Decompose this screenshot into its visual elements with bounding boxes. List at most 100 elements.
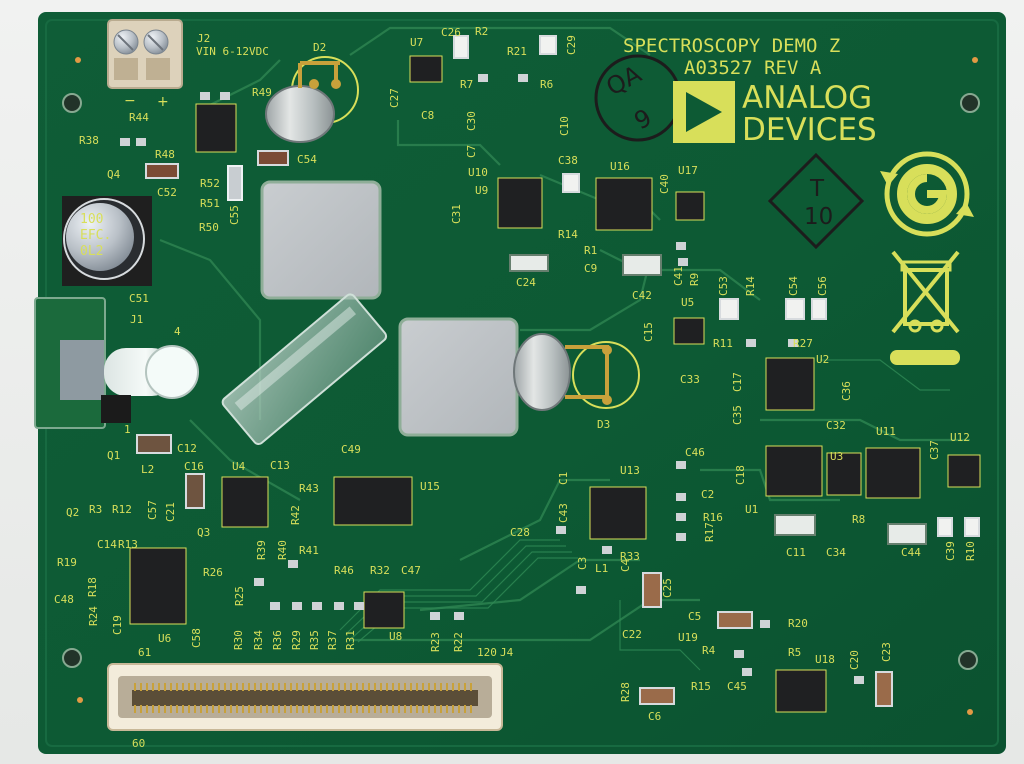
ref-c43: C43 (557, 503, 570, 523)
optical-cutout-right (398, 317, 519, 437)
ic-u1 (765, 445, 823, 497)
ref-r24: R24 (87, 606, 100, 626)
edge-pin-60: 60 (132, 737, 145, 750)
ic-u-top-left (195, 103, 237, 153)
ref-c49: C49 (341, 443, 361, 456)
board-title: SPECTROSCOPY DEMO Z (623, 35, 840, 57)
mount-hole-bottom-right (958, 650, 978, 670)
led-module-j1 (34, 297, 199, 429)
ref-r15: R15 (691, 680, 711, 693)
ref-r5: R5 (788, 646, 801, 659)
mount-hole-top-left (62, 93, 82, 113)
photodiode-d3 (513, 333, 640, 411)
trace-left-c (189, 419, 301, 501)
ref-u16: U16 (610, 160, 630, 173)
t-mark-icon: T 10 (767, 152, 865, 250)
ref-r52: R52 (200, 177, 220, 190)
ref-u4: U4 (232, 460, 246, 473)
ref-r50: R50 (199, 221, 219, 234)
trace-top-b (396, 120, 501, 166)
cap-marking-line1: 100 (80, 212, 103, 227)
ref-r35: R35 (308, 630, 321, 650)
ref-c1: C1 (557, 472, 570, 485)
ref-c55: C55 (228, 205, 241, 225)
analog-devices-triangle-shape (686, 92, 722, 132)
ref-c6: C6 (648, 710, 661, 723)
ref-u5: U5 (681, 296, 694, 309)
ic-u17 (675, 191, 705, 221)
electrolytic-capacitor-c51: 100 EFC. 0L2 (62, 196, 152, 286)
ref-r48: R48 (155, 148, 175, 161)
ref-r32: R32 (370, 564, 390, 577)
ref-r40: R40 (276, 540, 289, 560)
ref-c13: C13 (270, 459, 290, 472)
ref-r42: R42 (289, 505, 302, 525)
ref-c7: C7 (465, 145, 478, 158)
trace-right-a (760, 418, 970, 442)
ref-c3: C3 (576, 557, 589, 570)
ref-q3: Q3 (197, 526, 210, 539)
trace-mid-b (599, 249, 761, 301)
ref-c32: C32 (826, 419, 846, 432)
ref-c16: C16 (184, 460, 204, 473)
ref-u11: U11 (876, 425, 896, 438)
mounting-holes (62, 57, 980, 715)
ref-r13: R13 (118, 538, 138, 551)
cap-marking-line2: EFC. (80, 228, 111, 243)
ref-r51: R51 (200, 197, 220, 210)
silkscreen-reference-designators: J1 4 1 D2 D3 Q4 R38 R44 R49 R48 C52 R52 … (54, 25, 977, 750)
brand-line2: DEVICES (742, 112, 877, 148)
ref-r17: R17 (703, 522, 716, 542)
ref-c54-right: C54 (787, 276, 800, 296)
ref-r49: R49 (252, 86, 272, 99)
trace-bottom-right (619, 600, 701, 671)
ic-u7 (409, 55, 443, 83)
trace-low-a (459, 478, 610, 561)
ref-c58: C58 (190, 628, 203, 648)
ref-r22: R22 (452, 632, 465, 652)
high-density-edge-connector-j4 (107, 663, 503, 731)
ic-u12 (947, 454, 981, 488)
ref-j1: J1 (130, 313, 143, 326)
crossed-bin-icon (890, 250, 960, 365)
ref-l1: L1 (595, 562, 608, 575)
ic-u13 (589, 486, 647, 540)
optical-cutout-left (260, 180, 382, 300)
ref-r23: R23 (429, 632, 442, 652)
ref-c51: C51 (129, 292, 149, 305)
ref-u19: U19 (678, 631, 698, 644)
glass-cuvette (221, 293, 388, 446)
ref-c47: C47 (401, 564, 421, 577)
ic-u2 (765, 357, 815, 411)
ref-c25: C25 (661, 578, 674, 598)
ref-r44: R44 (129, 111, 149, 124)
ref-c22: C22 (622, 628, 642, 641)
ref-r33: R33 (620, 550, 640, 563)
ref-c37: C37 (928, 440, 941, 460)
power-terminal-block (107, 19, 183, 89)
ref-u13: U13 (620, 464, 640, 477)
ref-u2: U2 (816, 353, 829, 366)
ref-r10: R10 (964, 541, 977, 561)
ref-c42: C42 (632, 289, 652, 302)
t-mark-line2: 10 (804, 204, 833, 230)
ref-c38: C38 (558, 154, 578, 167)
ref-c39: C39 (944, 541, 957, 561)
cap-marking-line3: 0L2 (80, 244, 103, 259)
ref-q4: Q4 (107, 168, 121, 181)
ref-c40: C40 (658, 174, 671, 194)
ref-c24: C24 (516, 276, 536, 289)
ref-u9: U9 (475, 184, 488, 197)
ref-c20: C20 (848, 650, 861, 670)
ref-r21: R21 (507, 45, 527, 58)
ref-l2: L2 (141, 463, 154, 476)
ref-r30: R30 (232, 630, 245, 650)
ic-u18 (775, 669, 827, 713)
ref-r18: R18 (86, 577, 99, 597)
ref-c30: C30 (465, 111, 478, 131)
ic-u5 (673, 317, 705, 345)
ref-c19: C19 (111, 615, 124, 635)
ref-c52: C52 (157, 186, 177, 199)
ref-r12: R12 (112, 503, 132, 516)
j1-pin-4: 4 (174, 325, 181, 338)
